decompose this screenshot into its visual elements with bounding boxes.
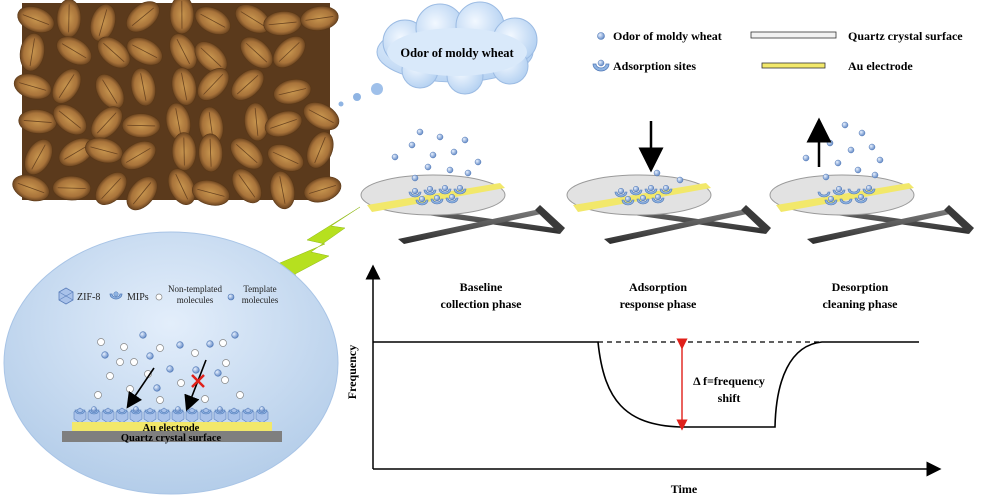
au-electrode-label: Au electrode — [143, 423, 200, 434]
phase-1-line2: collection phase — [441, 297, 523, 311]
bubble-molecules — [94, 331, 244, 404]
shift-label-1: Δ f=frequency — [693, 374, 765, 388]
quartz-label: Quartz crystal surface — [121, 433, 222, 444]
odor-cloud: Odor of moldy wheat — [338, 1, 538, 107]
quartz-legend-swatch — [750, 31, 837, 39]
template-binding-arrow — [126, 367, 155, 409]
sensor-illustrations — [360, 121, 974, 244]
au-legend-swatch — [761, 62, 826, 69]
cloud-label: Odor of moldy wheat — [400, 46, 514, 60]
top-legend: Odor of moldy wheat Adsorption sites Qua… — [592, 29, 963, 73]
x-axis-label: Time — [671, 482, 698, 496]
legend-mips: MIPs — [127, 292, 149, 303]
shift-label-2: shift — [718, 391, 741, 405]
odor-molecule-icon — [597, 32, 605, 40]
legend-adsorption: Adsorption sites — [613, 59, 696, 73]
adsorption-site-icon — [592, 59, 610, 72]
legend-odor: Odor of moldy wheat — [613, 29, 722, 43]
legend-quartz: Quartz crystal surface — [848, 29, 963, 43]
blocked-cross-icon — [191, 374, 205, 388]
frequency-curve — [373, 341, 919, 428]
phase-3-line1: Desorption — [832, 280, 889, 294]
quartz-bar — [62, 431, 282, 442]
sensor-1 — [360, 128, 565, 244]
mips-icon — [109, 291, 123, 300]
non-templated-icon — [155, 293, 163, 301]
legend-template-2: molecules — [242, 295, 279, 305]
phase-3-line2: cleaning phase — [822, 297, 898, 311]
template-icon — [227, 293, 235, 301]
sensor-2 — [566, 169, 771, 244]
legend-zif8: ZIF-8 — [77, 292, 100, 303]
frequency-chart: Frequency Time Baseline collection phase… — [345, 264, 942, 496]
wheat-photo — [12, 0, 342, 211]
phase-2-line1: Adsorption — [629, 280, 687, 294]
legend-au: Au electrode — [848, 59, 913, 73]
legend-template-1: Template — [243, 284, 276, 294]
y-axis-label: Frequency — [345, 345, 359, 399]
phase-2-line2: response phase — [620, 297, 697, 311]
mechanism-bubble: ZIF-8 MIPs Non-templated molecules Templ… — [3, 231, 339, 495]
phase-1-line1: Baseline — [460, 280, 503, 294]
legend-non-templated-1: Non-templated — [168, 284, 222, 294]
zif8-icon — [58, 287, 74, 305]
au-electrode-bar — [72, 422, 272, 431]
sensor-3 — [769, 121, 974, 244]
legend-non-templated-2: molecules — [177, 295, 214, 305]
mip-layer — [73, 406, 269, 424]
